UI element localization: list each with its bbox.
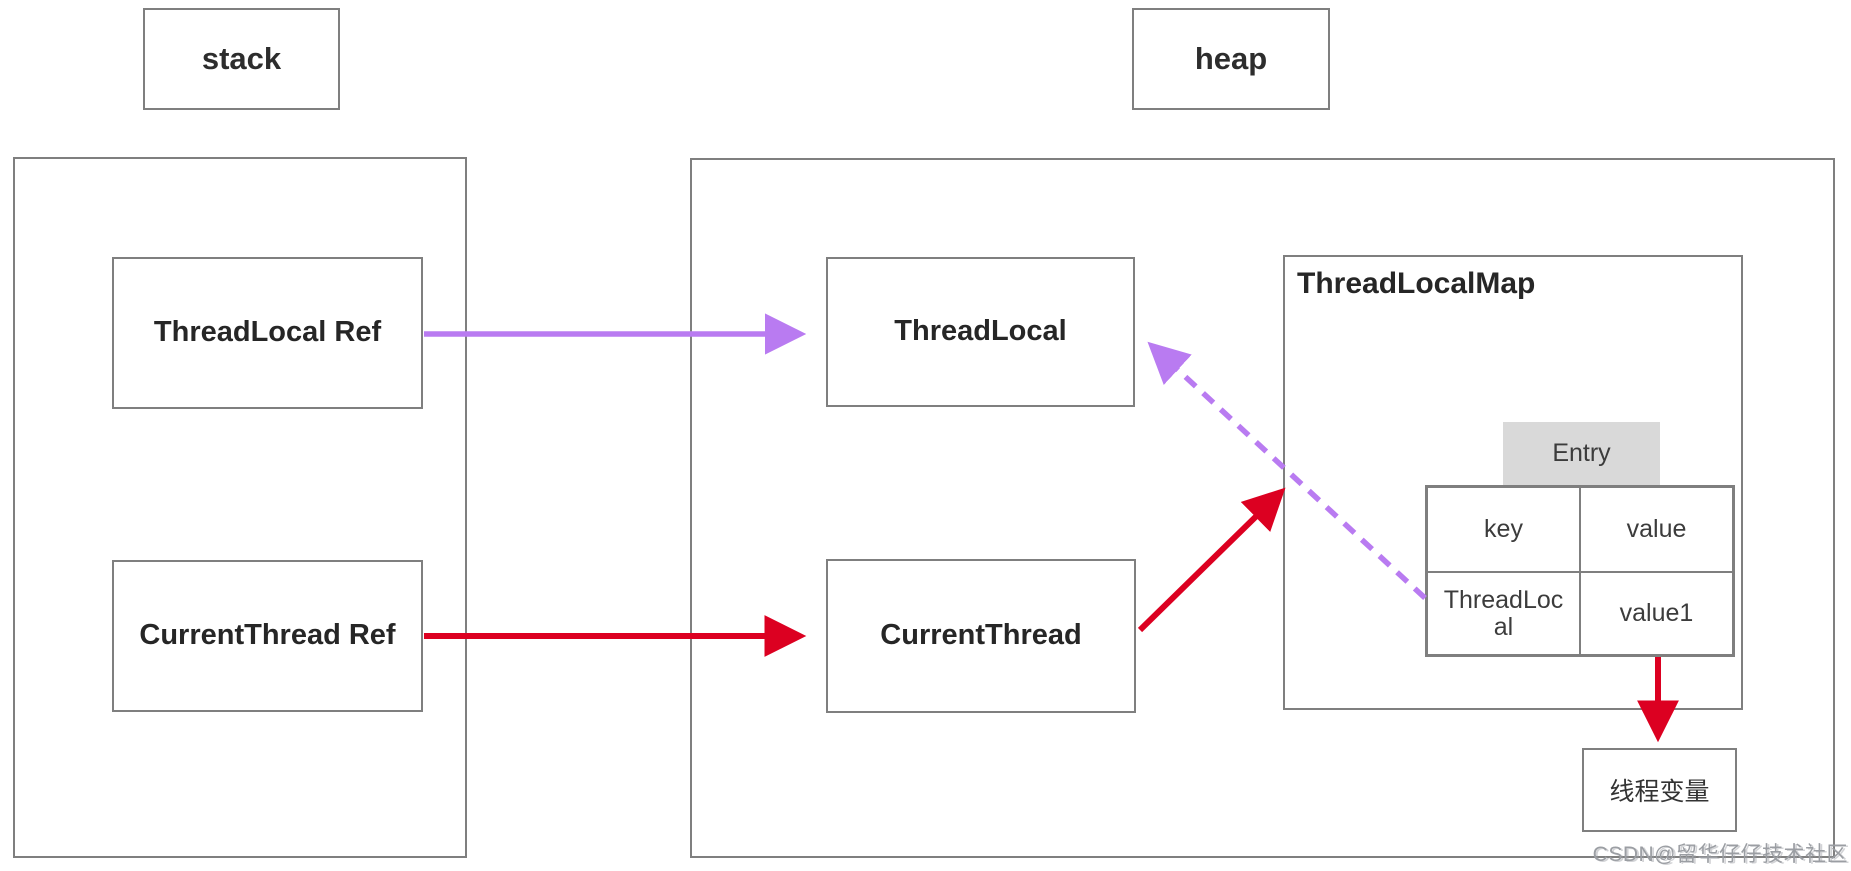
node-threadlocal: ThreadLocal [826, 257, 1135, 407]
node-thread-variable: 线程变量 [1582, 748, 1737, 832]
node-currentthread-ref: CurrentThread Ref [112, 560, 423, 712]
currentthread-label: CurrentThread [880, 619, 1082, 652]
entry-table-header-value: value [1580, 487, 1733, 572]
threadlocal-ref-label: ThreadLocal Ref [153, 316, 382, 349]
stack-title-box: stack [143, 8, 340, 110]
entry-table-cell-value: value1 [1580, 572, 1733, 655]
heap-region-frame [690, 158, 1835, 858]
entry-table-header-key: key [1427, 487, 1580, 572]
entry-table: key value ThreadLocal value1 [1425, 485, 1735, 657]
stack-title-label: stack [201, 41, 282, 76]
csdn-watermark: CSDN@留华仔仔技术社区 [1592, 843, 1848, 866]
entry-tag: Entry [1503, 422, 1660, 485]
heap-title-box: heap [1132, 8, 1330, 110]
heap-title-label: heap [1194, 41, 1268, 76]
node-threadlocal-ref: ThreadLocal Ref [112, 257, 423, 409]
stack-region-frame [13, 157, 467, 858]
threadlocal-label: ThreadLocal [894, 315, 1067, 348]
currentthread-ref-label: CurrentThread Ref [139, 619, 396, 652]
node-currentthread: CurrentThread [826, 559, 1136, 713]
threadlocalmap-label: ThreadLocalMap [1297, 267, 1536, 300]
entry-table-cell-key: ThreadLocal [1427, 572, 1580, 655]
thread-variable-label: 线程变量 [1609, 778, 1710, 806]
entry-label: Entry [1552, 439, 1611, 467]
